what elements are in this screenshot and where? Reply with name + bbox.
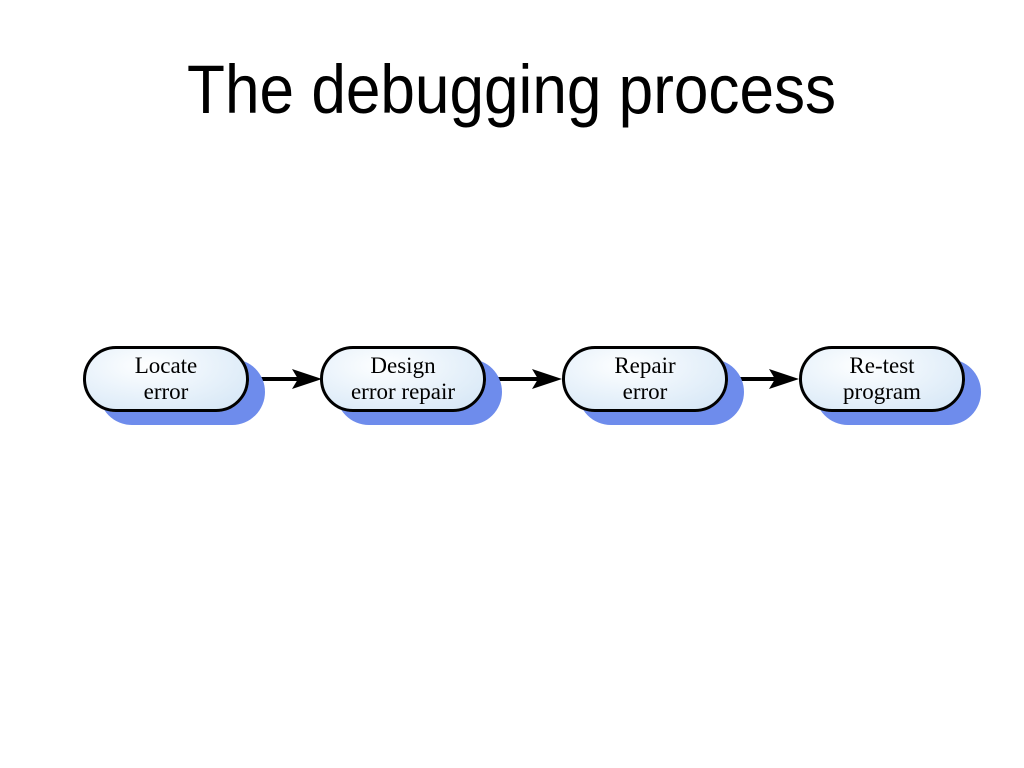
step-label-line: Repair: [614, 353, 676, 378]
slide-title: The debugging process: [187, 51, 837, 128]
title-area: The debugging process: [0, 51, 1024, 128]
process-step-design-error-repair: Design error repair: [320, 346, 486, 412]
step-label-line: Re-test: [849, 353, 915, 378]
flow-arrow: [728, 369, 799, 389]
step-label-line: Design: [370, 353, 436, 378]
flow-arrow: [486, 369, 562, 389]
step-label-line: error: [622, 379, 668, 404]
step-label-line: program: [843, 379, 921, 404]
step-label-line: Locate: [134, 353, 198, 378]
process-step-repair-error: Repair error: [562, 346, 728, 412]
process-step-locate-error: Locate error: [83, 346, 249, 412]
process-step-re-test-program: Re-test program: [799, 346, 965, 412]
step-label-line: error: [143, 379, 189, 404]
flow-arrow: [250, 369, 322, 389]
step-label-line: error repair: [350, 379, 456, 404]
